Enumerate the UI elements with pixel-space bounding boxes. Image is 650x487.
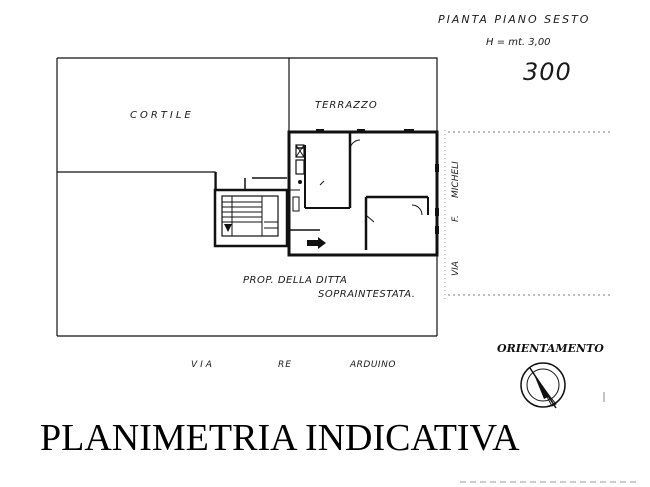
staircase <box>213 172 289 248</box>
orientation-label: ORIENTAMENTO <box>497 342 604 355</box>
entry-arrow-icon <box>307 237 326 249</box>
owner-property-label-2: SOPRAINTESTATA. <box>318 289 415 300</box>
sheet-number: 300 <box>523 58 572 86</box>
courtyard-label: CORTILE <box>130 110 194 121</box>
compass-icon <box>520 362 566 409</box>
owner-property-label: PROP. DELLA DITTA <box>243 275 347 286</box>
terrace-label: TERRAZZO <box>315 100 378 111</box>
street-bottom-label-arduino: ARDUINO <box>349 360 396 370</box>
street-right-label-via: VIA <box>451 261 461 276</box>
street-bottom-label-via: VIA <box>191 360 215 370</box>
street-right-label-micheli: MICHELI <box>451 161 461 198</box>
plan-title: PIANTA PIANO SESTO <box>438 13 590 26</box>
street-bottom-label-re: RE <box>278 360 292 370</box>
footer-caption: PLANIMETRIA INDICATIVA <box>40 417 520 459</box>
apartment-walls <box>287 129 439 257</box>
street-right-label-f: F. <box>451 215 461 222</box>
height-note: H = mt. 3,00 <box>486 37 551 48</box>
courtyard-boundary <box>56 57 290 190</box>
street-right-lines <box>444 130 610 300</box>
property-boundary <box>56 172 438 337</box>
terrace-boundary <box>289 57 438 132</box>
